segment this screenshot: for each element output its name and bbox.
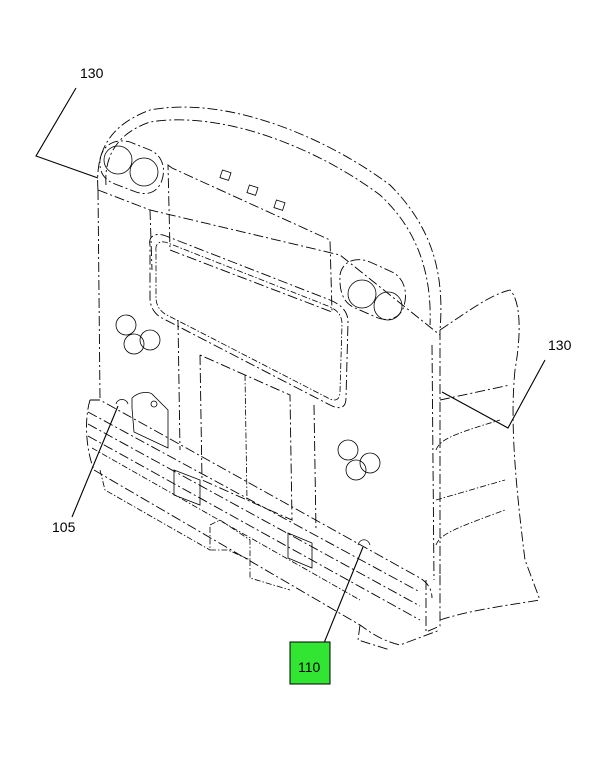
- leader-line-130-top-left: [35, 87, 99, 179]
- callout-110[interactable]: 110: [289, 546, 364, 685]
- leader-line-130-right: [441, 359, 546, 429]
- callout-label-130-right: 130: [548, 337, 572, 353]
- bus-rear-body: [86, 106, 541, 651]
- callout-label-130-top-left: 130: [80, 65, 104, 81]
- leader-line-105: [71, 405, 119, 518]
- callout-130-top-left: 130: [35, 65, 104, 179]
- callout-130-right: 130: [441, 337, 572, 429]
- callout-label-110[interactable]: 110: [298, 659, 321, 675]
- leader-line-110: [321, 546, 364, 649]
- callout-105: 105: [52, 405, 119, 535]
- highlight-box-110[interactable]: [289, 641, 331, 685]
- callout-label-105: 105: [52, 519, 76, 535]
